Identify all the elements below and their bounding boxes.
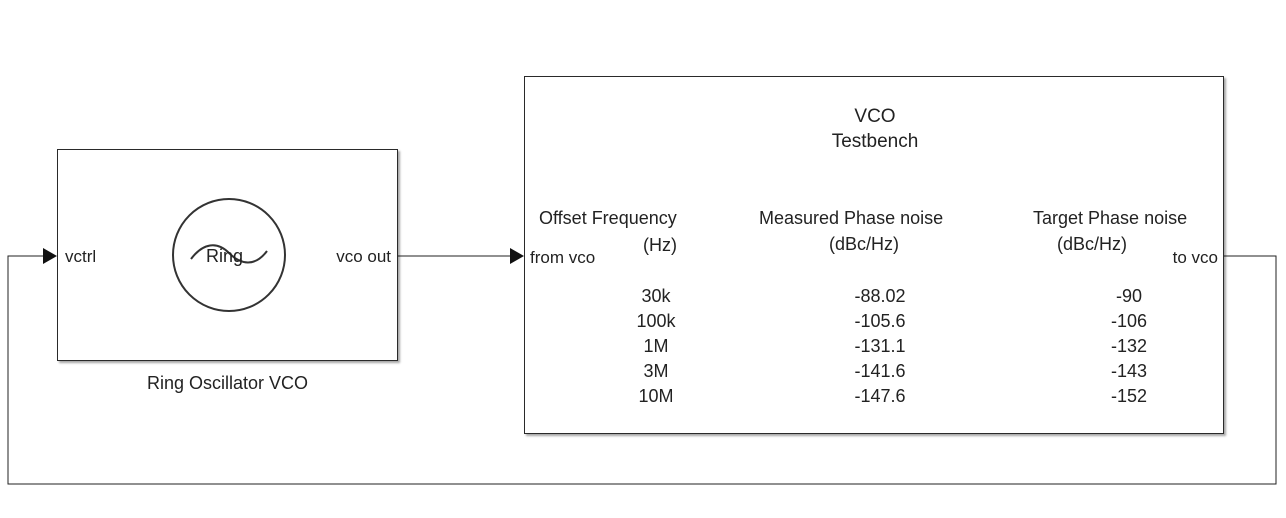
table-cell-target: -132 — [1110, 336, 1148, 356]
vco-testbench-block[interactable]: VCO Testbench from vco to vco Offset Fre… — [524, 76, 1224, 434]
table-cell-offset: 30k — [641, 286, 671, 306]
table-cell-offset: 100k — [636, 311, 676, 331]
table-cell-target: -106 — [1110, 311, 1148, 331]
table-cell-offset: 10M — [638, 386, 674, 406]
target-column: -90 -106 -132 -143 -152 — [1094, 284, 1164, 409]
arrow-testbench-input — [510, 248, 524, 264]
offset-column: 30k 100k 1M 3M 10M — [621, 284, 691, 409]
header-target-phase-noise: Target Phase noise — [1033, 208, 1188, 228]
table-cell-target: -90 — [1115, 286, 1142, 306]
table-cell-measured: -141.6 — [854, 361, 906, 381]
table-cell-target: -143 — [1110, 361, 1148, 381]
testbench-title-line1: VCO — [854, 106, 896, 127]
table-cell-measured: -131.1 — [854, 336, 906, 356]
measured-column: -88.02 -105.6 -131.1 -141.6 -147.6 — [835, 284, 925, 409]
vco-out-port-label: vco out — [336, 247, 391, 266]
header-measured-unit: (dBc/Hz) — [829, 234, 900, 254]
header-measured-phase-noise: Measured Phase noise — [759, 208, 944, 228]
ring-oscillator-vco-block[interactable]: Ring vctrl vco out — [57, 149, 398, 361]
header-offset-frequency: Offset Frequency — [539, 208, 677, 228]
table-cell-offset: 1M — [643, 336, 669, 356]
testbench-title-line2: Testbench — [831, 131, 919, 152]
vctrl-port-label: vctrl — [65, 247, 97, 266]
ring-icon-label: Ring — [206, 246, 244, 266]
table-cell-offset: 3M — [643, 361, 669, 381]
header-target-unit: (dBc/Hz) — [1057, 234, 1128, 254]
table-cell-measured: -88.02 — [854, 286, 906, 306]
from-vco-port-label: from vco — [530, 248, 596, 267]
table-cell-target: -152 — [1110, 386, 1148, 406]
table-cell-measured: -147.6 — [854, 386, 906, 406]
table-cell-measured: -105.6 — [854, 311, 906, 331]
signal-feedback-loop[interactable] — [7, 255, 1277, 485]
header-offset-unit: (Hz) — [643, 235, 677, 255]
arrow-vco-input — [43, 248, 57, 264]
vco-block-caption: Ring Oscillator VCO — [146, 373, 309, 393]
ring-oscillator-icon — [172, 198, 286, 312]
to-vco-port-label: to vco — [1172, 248, 1218, 267]
